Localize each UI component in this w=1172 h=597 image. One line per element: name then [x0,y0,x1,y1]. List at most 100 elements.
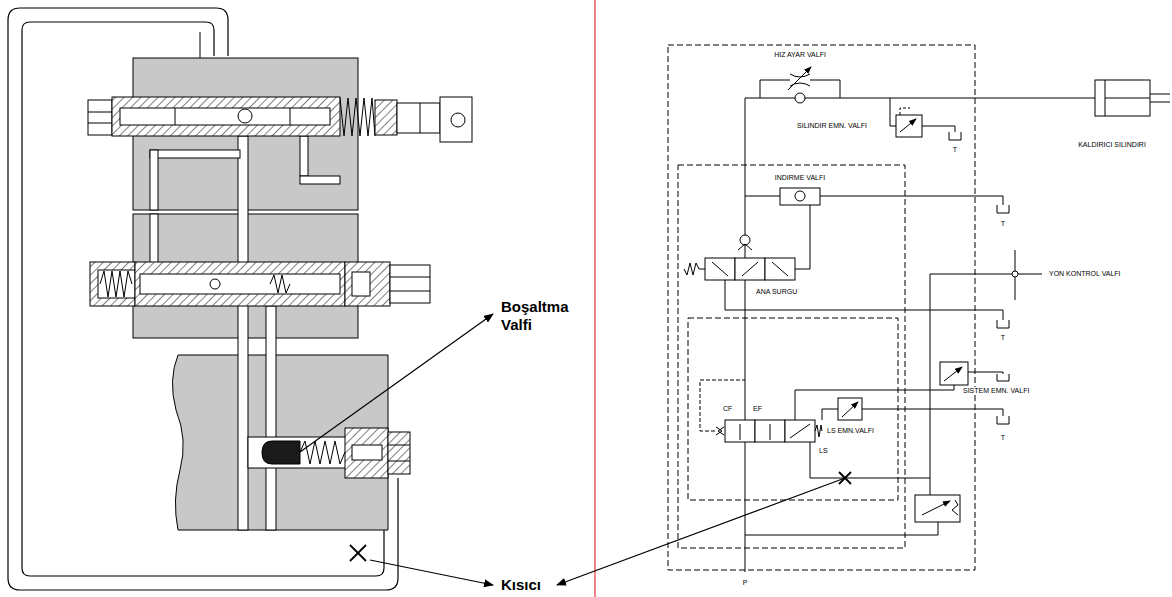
hydraulic-schematic-part [780,188,820,205]
valve-cross-section-part [210,279,220,289]
hydraulic-schematic-part [890,98,896,126]
spool-label: ANA SURGU [755,288,798,296]
hydraulic-schematic-part [997,416,1009,424]
hydraulic-schematic-part [952,500,958,515]
hydraulic-schematic-part [838,398,862,420]
hydraulic-schematic-part [862,409,1003,416]
valve-cross-section-part [290,108,291,125]
hydraulic-schematic-part [900,119,916,132]
hydraulic-schematic-part [712,262,788,276]
hydraulic-schematic [668,45,1170,572]
hydraulic-schematic-part [795,385,954,420]
valve-label: SISTEM EMN. VALFI [962,387,1030,395]
hydraulic-schematic-part [684,263,705,275]
valve-cross-section-part [390,277,430,278]
hydraulic-schematic-part [716,427,724,435]
valve-cross-section-part [150,150,158,210]
valve-cross-section-part [345,262,390,306]
leader-arrows-part [300,314,493,452]
hydraulic-schematic-part [896,115,922,137]
hydraulic-schematic-part [678,165,905,548]
tank-label: T [1000,434,1006,442]
valve-cross-section-part [350,545,366,561]
hydraulic-schematic-part [668,45,975,570]
hydraulic-schematic-part [745,98,746,572]
valve-cross-section-part [175,108,176,125]
valve-cross-section-part [100,271,132,297]
valve-cross-section-part [270,275,290,293]
valve-cross-section-part [352,445,382,460]
valve-cross-section-part [262,441,300,464]
valve-cross-section-part [440,97,472,142]
hydraulic-schematic-part [949,132,961,140]
valve-cross-section-part [345,428,388,478]
hydraulic-schematic-part [900,108,910,115]
hydraulic-schematic-part [997,320,1009,328]
tank-label: T [952,146,958,154]
valve-cross-section-part [350,545,366,561]
hydraulic-schematic-part [915,495,960,522]
valve-cross-section [8,8,472,590]
valve-cross-section-part [388,432,410,474]
valve-cross-section-part [352,272,370,296]
valve-cross-section-part [300,136,308,176]
leader-arrows [300,314,845,585]
hydraulic-schematic-part [795,205,810,269]
valve-cross-section-part [340,98,375,136]
valve-cross-section-part [390,265,430,303]
valve-cross-section-part [390,291,430,292]
valve-cross-section-part [112,97,340,136]
valve-cross-section-part [8,8,398,590]
valve-cross-section-part [397,103,440,133]
valve-cross-section-part [238,109,252,123]
hydraulic-schematic-part [745,522,938,535]
hydraulic-schematic-part [725,280,1003,320]
hydraulic-schematic-part [822,409,838,420]
valve-cross-section-part [98,270,135,298]
hydraulic-schematic-part [922,126,955,132]
hydraulic-schematic-part [997,374,1009,381]
port-label: EF [752,405,763,413]
valve-cross-section-part [88,123,112,124]
port-label: CF [722,405,733,413]
valve-cross-section-part [135,262,345,306]
callout-label: Boşaltma Valfi [500,298,584,334]
valve-cross-section-part [172,355,388,530]
hydraulic-schematic-part [930,274,931,495]
leader-arrows-part [370,560,493,585]
valve-label: YON KONTROL VALFI [1048,270,1122,278]
hydraulic-schematic-part [738,244,752,250]
leader-arrows-part [557,478,845,585]
valve-cross-section-part [451,113,465,127]
hydraulic-schematic-part [815,425,822,437]
valve-label: HIZ AYAR VALFI [773,51,827,59]
valve-cross-section-part [300,441,345,464]
port-label: P [742,579,749,587]
hydraulic-schematic-part [1012,271,1018,277]
cylinder-label: KALDIRICI SILINDIRI [1077,141,1147,149]
valve-label: SILINDIR EMN. VALFI [796,122,868,130]
hydraulic-schematic-part [940,362,968,385]
hydraulic-schematic-part [788,67,811,90]
hydraulic-schematic-part [795,93,805,103]
valve-cross-section-part [388,445,410,446]
valve-cross-section-part [150,214,158,264]
hydraulic-schematic-part [795,191,805,201]
hydraulic-schematic-part [1150,94,1170,102]
hydraulic-schematic-part [810,80,840,98]
hydraulic-schematic-part [1095,80,1150,116]
valve-label: LS EMN.VALFI [826,427,875,435]
hydraulic-schematic-part [790,74,810,77]
tank-label: T [1000,334,1006,342]
hydraulic-schematic-part [944,367,962,381]
port-label: LS [818,447,829,455]
valve-label: INDIRME VALFI [774,174,826,182]
hydraulic-schematic-part [997,205,1009,213]
valve-cross-section-part [375,100,397,135]
hydraulic-schematic-part [968,372,1003,374]
valve-cross-section-part [90,262,135,306]
valve-cross-section-part [238,136,248,530]
hydraulic-schematic-part [810,442,930,478]
valve-cross-section-part [150,150,240,158]
